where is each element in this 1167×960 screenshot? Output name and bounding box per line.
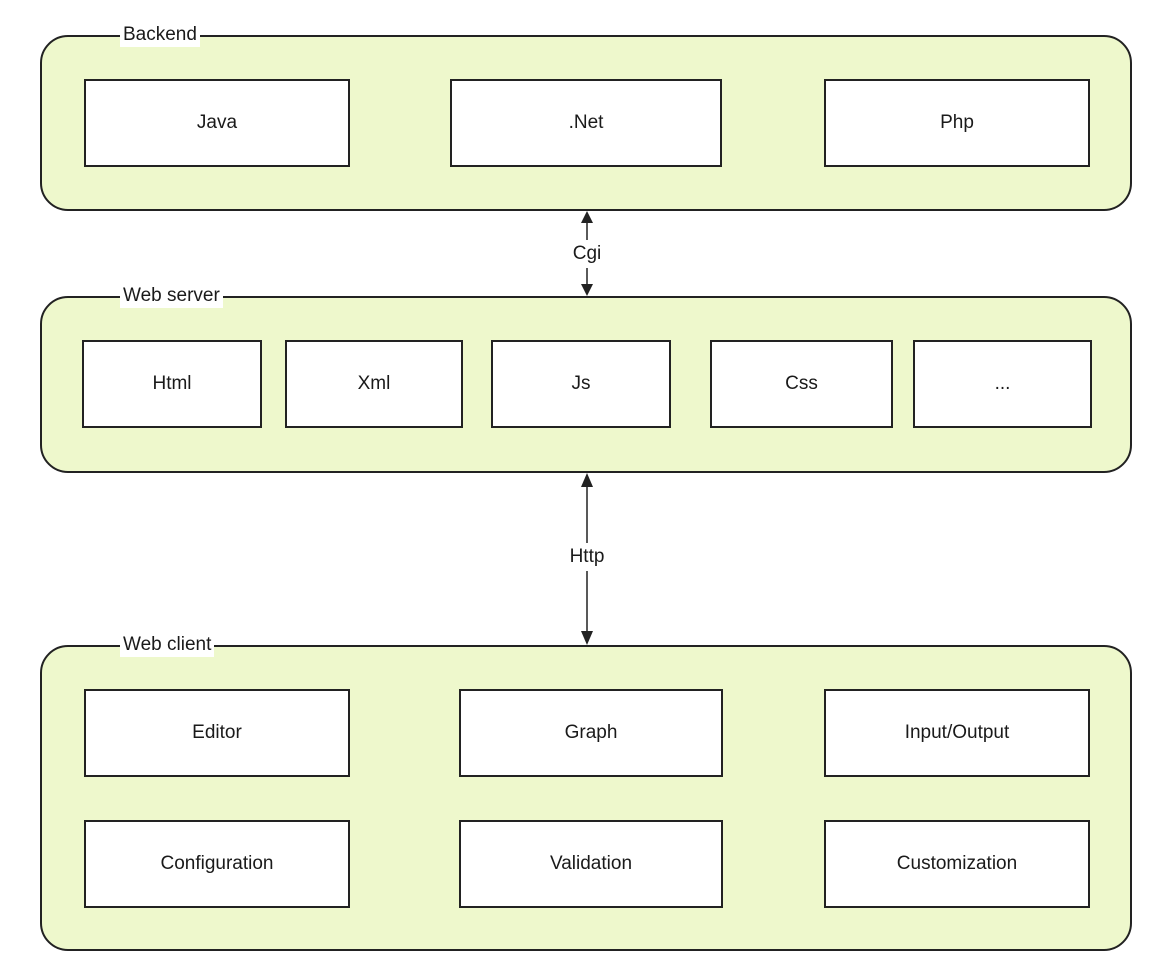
cgi-label: Cgi: [570, 240, 604, 268]
css-box: Css: [710, 340, 893, 428]
http-label: Http: [567, 543, 607, 571]
input-output-box: Input/Output: [824, 689, 1090, 777]
customization-box: Customization: [824, 820, 1090, 908]
cgi-connector: Cgi: [567, 211, 607, 296]
php-box: Php: [824, 79, 1090, 167]
http-connector: Http: [567, 473, 607, 645]
web-server-layer-title: Web server: [120, 284, 223, 308]
js-box: Js: [491, 340, 671, 428]
backend-layer-title: Backend: [120, 23, 200, 47]
configuration-box: Configuration: [84, 820, 350, 908]
more-box: ...: [913, 340, 1092, 428]
html-box: Html: [82, 340, 262, 428]
validation-box: Validation: [459, 820, 723, 908]
java-box: Java: [84, 79, 350, 167]
backend-layer: Backend Java .Net Php: [40, 23, 1132, 211]
web-server-layer: Web server Html Xml Js Css ...: [40, 284, 1132, 473]
dotnet-box: .Net: [450, 79, 722, 167]
web-client-layer: Web client Editor Graph Input/Output Con…: [40, 633, 1132, 951]
graph-box: Graph: [459, 689, 723, 777]
web-client-layer-title: Web client: [120, 633, 215, 657]
editor-box: Editor: [84, 689, 350, 777]
xml-box: Xml: [285, 340, 463, 428]
